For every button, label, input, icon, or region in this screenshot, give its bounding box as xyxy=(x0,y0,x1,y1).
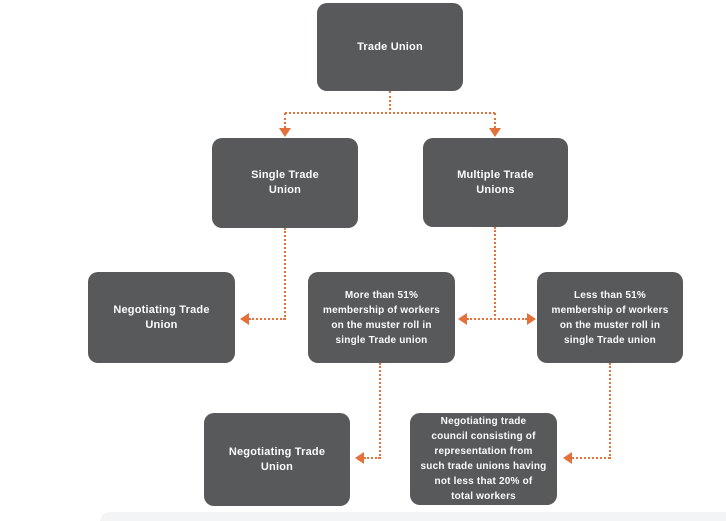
arrowhead-to-negotiating-council xyxy=(563,452,572,464)
node-single-trade-union-label: Single Trade Union xyxy=(251,169,319,196)
edge-to-multiple-trade-unions xyxy=(494,113,496,128)
node-more-than-51-membership: More than 51% membership of workers on t… xyxy=(308,272,455,363)
edge-less-than-51-down xyxy=(609,363,611,459)
node-negotiating-trade-union-bottom-label: Negotiating Trade Union xyxy=(228,445,326,473)
arrowhead-to-single-trade-union xyxy=(279,128,291,137)
arrowhead-to-multiple-trade-unions xyxy=(489,128,501,137)
node-more-than-51-membership-label: More than 51% membership of workers on t… xyxy=(322,289,440,346)
edge-to-negotiating-bottom xyxy=(364,457,380,459)
arrowhead-to-negotiating-bottom xyxy=(355,452,364,464)
edge-multiple-split xyxy=(467,318,527,320)
node-negotiating-trade-union-left-label: Negotiating Trade Union xyxy=(113,303,210,331)
edge-multiple-down xyxy=(494,227,496,320)
node-multiple-trade-unions-label: Multiple Trade Unions xyxy=(457,168,534,196)
node-negotiating-trade-council: Negotiating trade council consisting of … xyxy=(410,413,557,505)
edge-single-down xyxy=(284,228,286,320)
node-trade-union-label: Trade Union xyxy=(357,40,423,53)
edge-trade-union-stem xyxy=(389,91,391,114)
edge-to-negotiating-council xyxy=(572,457,610,459)
page-bottom-strip xyxy=(100,512,726,521)
node-negotiating-trade-union-left: Negotiating Trade Union xyxy=(88,272,235,363)
arrowhead-to-more-than-51 xyxy=(458,313,467,325)
edge-more-than-51-down xyxy=(379,363,381,459)
edge-to-single-trade-union xyxy=(284,113,286,128)
node-negotiating-trade-union-bottom: Negotiating Trade Union xyxy=(204,413,350,506)
node-multiple-trade-unions: Multiple Trade Unions xyxy=(423,138,568,227)
arrowhead-to-negotiating-left xyxy=(240,313,249,325)
edge-single-to-negotiating xyxy=(249,318,285,320)
node-negotiating-trade-council-label: Negotiating trade council consisting of … xyxy=(420,416,547,502)
node-less-than-51-membership-label: Less than 51% membership of workers on t… xyxy=(551,289,669,346)
node-single-trade-union: Single Trade Union xyxy=(212,138,358,228)
edge-trade-union-split xyxy=(285,112,495,114)
node-trade-union: Trade Union xyxy=(317,3,463,91)
node-less-than-51-membership: Less than 51% membership of workers on t… xyxy=(537,272,683,363)
arrowhead-to-less-than-51 xyxy=(527,313,536,325)
